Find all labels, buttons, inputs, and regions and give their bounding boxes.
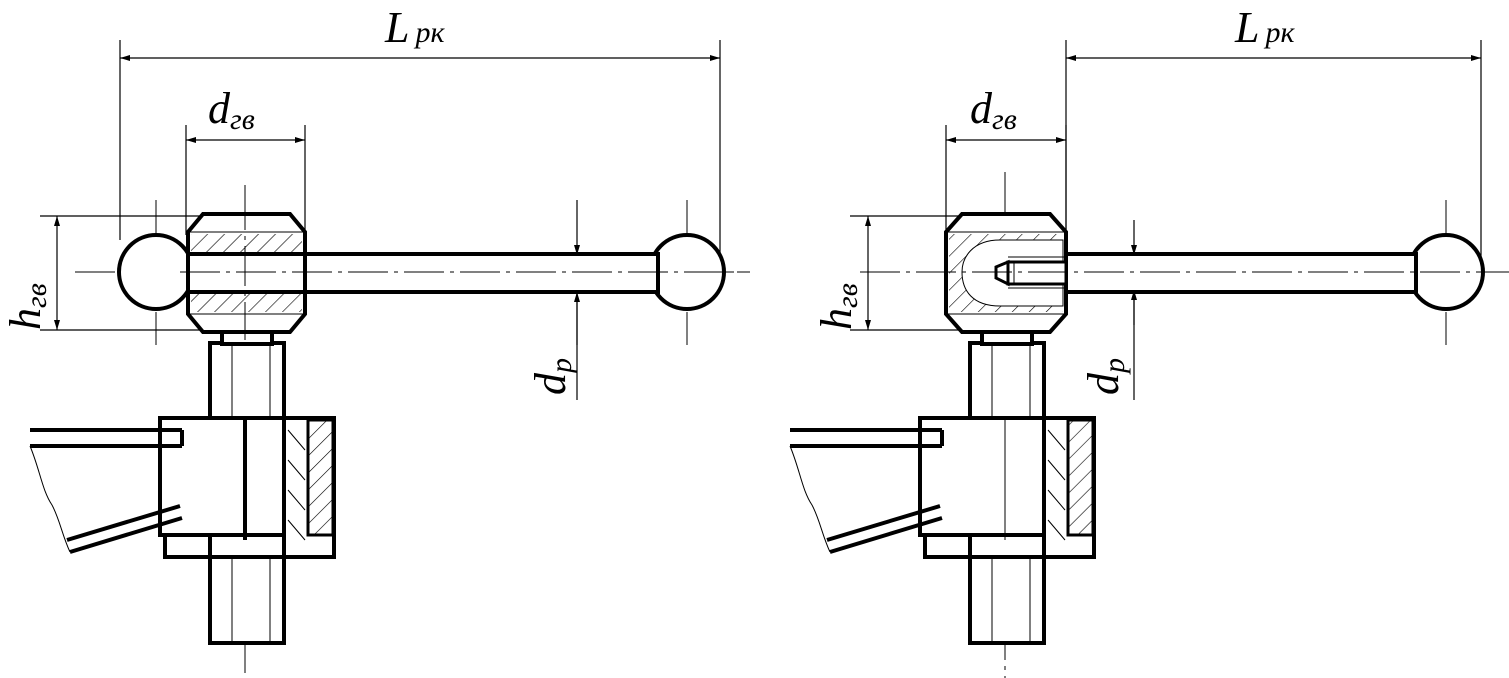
dimension-rod-diameter: dр (1079, 220, 1137, 400)
clamp-body (789, 416, 1096, 559)
rod-diameter-label: dр (526, 358, 578, 395)
head-diameter-label: dгв (208, 84, 255, 136)
rod-diameter-label: dр (1079, 358, 1131, 395)
head-diameter-label: dгв (970, 84, 1017, 136)
dimension-head-diameter: dгв (945, 84, 1067, 235)
dimension-head-height: hгв (1, 215, 200, 331)
head-height-label: hгв (1, 283, 53, 330)
head-height-label: hгв (812, 283, 864, 330)
rod (1058, 252, 1418, 294)
clamp-body (29, 416, 336, 559)
dimension-head-height: hгв (812, 215, 960, 331)
dimension-head-diameter: dгв (185, 84, 306, 235)
head (944, 212, 1068, 334)
head (180, 190, 310, 340)
dimension-rod-diameter: dр (526, 200, 580, 400)
